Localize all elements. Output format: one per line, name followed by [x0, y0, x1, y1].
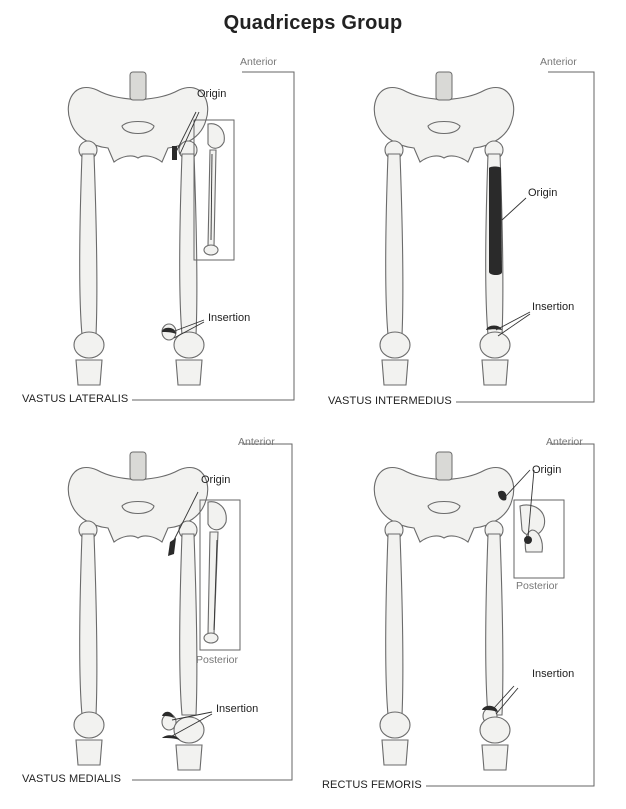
- view-label: Anterior: [546, 436, 583, 448]
- pelvis: [67, 71, 209, 163]
- pelvis: [373, 451, 515, 543]
- left-leg: [73, 520, 105, 766]
- insertion-label: Insertion: [532, 668, 575, 680]
- muscle-name: VASTUS LATERALIS: [22, 393, 133, 405]
- inset-view-label: Posterior: [196, 654, 239, 666]
- inset-view-label: Posterior: [516, 580, 559, 592]
- origin-label: Origin: [197, 88, 227, 100]
- origin-label: Origin: [532, 464, 562, 476]
- insertion-mark-1: [162, 711, 174, 718]
- origin-mark: [489, 166, 502, 275]
- skeleton-illustration: [373, 71, 595, 403]
- origin-label: Origin: [528, 187, 558, 199]
- right-leg: [161, 520, 205, 771]
- left-leg: [73, 140, 105, 386]
- insertion-label: Insertion: [208, 312, 251, 324]
- panel-vastus-medialis: Anterior Origin Posterior Insertion VAST…: [12, 430, 312, 800]
- right-leg: [161, 140, 205, 386]
- view-label: Anterior: [240, 56, 277, 68]
- origin-mark: [498, 490, 507, 501]
- muscle-name: VASTUS INTERMEDIUS: [328, 395, 456, 407]
- insertion-label: Insertion: [532, 301, 575, 313]
- insertion-mark: [162, 327, 176, 334]
- left-leg: [379, 140, 411, 386]
- origin-mark: [168, 538, 176, 556]
- view-label: Anterior: [540, 56, 577, 68]
- page-title: Quadriceps Group: [223, 12, 403, 34]
- posterior-inset: [199, 499, 241, 651]
- origin-mark: [172, 146, 177, 160]
- panel-vastus-lateralis: Anterior Origin Insertion VASTUS LATERAL…: [12, 50, 312, 420]
- skeleton-illustration: [67, 443, 293, 781]
- pelvis: [373, 71, 515, 163]
- right-leg: [479, 520, 511, 771]
- left-leg: [379, 520, 411, 766]
- skeleton-illustration: [67, 71, 295, 401]
- origin-label: Origin: [201, 474, 231, 486]
- skeleton-illustration: [373, 443, 595, 787]
- pelvis: [67, 451, 209, 543]
- panel-vastus-intermedius: Anterior Origin Insertion VASTUS INTERME…: [318, 50, 618, 420]
- view-label: Anterior: [238, 436, 275, 448]
- posterior-inset: [513, 499, 565, 579]
- muscle-name: VASTUS MEDIALIS: [22, 773, 126, 785]
- insertion-label: Insertion: [216, 703, 259, 715]
- muscle-name: RECTUS FEMORIS: [322, 779, 426, 791]
- insertion-mark: [482, 705, 498, 712]
- insertion-mark-2: [162, 735, 180, 740]
- lateral-inset: [193, 119, 235, 261]
- panel-rectus-femoris: Anterior Origin Posterior Insertion RECT…: [318, 430, 618, 800]
